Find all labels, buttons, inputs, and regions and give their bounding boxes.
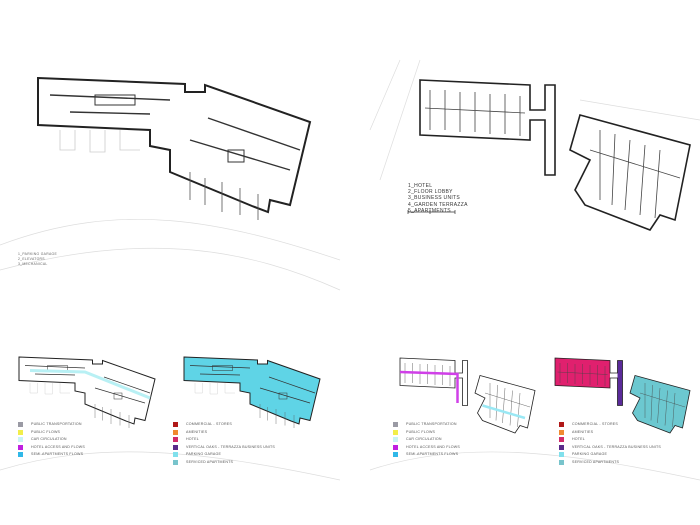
legend-label: HOTEL ACCESS AND FLOWS <box>31 444 85 449</box>
legend-item: PUBLIC TRANSPORTATION <box>18 421 85 429</box>
legend-label: SEMI-APARTMENTS FLOWS <box>31 452 84 457</box>
legend-item: SEMI-APARTMENTS FLOWS <box>393 451 460 459</box>
key-item: 3_MECHANICAL <box>18 262 48 266</box>
legend-item: HOTEL ACCESS AND FLOWS <box>393 444 460 452</box>
legend-swatch <box>393 437 398 443</box>
legend-swatch <box>559 452 564 458</box>
legend-swatch <box>559 444 564 450</box>
uses-legend: COMMERCIAL - STORES AMENITIES HOTEL VERTICA… <box>173 421 275 466</box>
legend-label: PUBLIC TRANSPORTATION <box>406 422 457 427</box>
legend-swatch <box>559 459 564 465</box>
site-context-lines <box>0 59 700 481</box>
ground-flows-diagram <box>18 356 156 429</box>
legend-item: PUBLIC FLOWS <box>393 429 460 437</box>
legend-label: HOTEL ACCESS AND FLOWS <box>406 444 460 449</box>
legend-item: PUBLIC TRANSPORTATION <box>393 421 460 429</box>
key-item: 5_APARTMENTS <box>408 207 451 214</box>
legend-label: SERVICED APARTMENTS <box>186 459 234 464</box>
ground-floor-plan <box>37 77 311 221</box>
legend-label: VERTICAL OAKS - TERRAZZA BUSINESS UNITS <box>572 444 662 449</box>
legend-item: HOTEL ACCESS AND FLOWS <box>18 444 85 452</box>
legend-label: VERTICAL OAKS - TERRAZZA BUSINESS UNITS <box>186 444 276 449</box>
legend-item: CAR CIRCULATION <box>18 436 85 444</box>
legend-item: HOTEL <box>173 436 275 444</box>
legend-item: PARKING GARAGE <box>559 451 661 459</box>
legend-swatch <box>173 429 178 435</box>
legend-label: SEMI-APARTMENTS FLOWS <box>406 452 459 457</box>
legend-swatch <box>393 444 398 450</box>
legend-swatch <box>173 452 178 458</box>
legend-label: HOTEL <box>572 437 585 442</box>
key-item: 1_HOTEL <box>408 183 433 189</box>
key-item: 1_PARKING GARAGE <box>18 252 58 256</box>
legend-label: CAR CIRCULATION <box>406 437 442 442</box>
legend-label: COMMERCIAL - STORES <box>186 422 232 427</box>
legend-item: PUBLIC FLOWS <box>18 429 85 437</box>
legend-swatch <box>173 422 178 428</box>
legend-item: HOTEL <box>559 436 661 444</box>
legend-item: AMENITIES <box>173 429 275 437</box>
legend-label: AMENITIES <box>186 429 208 434</box>
legend-label: PARKING GARAGE <box>572 452 608 457</box>
legend-swatch <box>393 429 398 435</box>
legend-label: COMMERCIAL - STORES <box>572 422 618 427</box>
legend-swatch <box>559 422 564 428</box>
flows-legend: PUBLIC TRANSPORTATION PUBLIC FLOWS CAR CIR… <box>393 421 460 459</box>
legend-item: SERVICED APARTMENTS <box>173 459 275 467</box>
legend-swatch <box>173 444 178 450</box>
legend-item: VERTICAL OAKS - TERRAZZA BUSINESS UNITS <box>559 444 661 452</box>
legend-swatch <box>559 437 564 443</box>
legend-item: CAR CIRCULATION <box>393 436 460 444</box>
legend-label: PARKING GARAGE <box>186 452 222 457</box>
legend-item: COMMERCIAL - STORES <box>559 421 661 429</box>
upper-plan-key: 1_HOTEL 2_FLOOR LOBBY 3_BUSINESS UNITS 4… <box>408 183 468 214</box>
key-item: 3_BUSINESS UNITS <box>408 195 461 202</box>
legend-label: HOTEL <box>186 437 199 442</box>
ground-plan-key: 1_PARKING GARAGE 2_ELEVATORS 3_MECHANICA… <box>18 252 57 267</box>
legend-item: COMMERCIAL - STORES <box>173 421 275 429</box>
legend-swatch <box>173 459 178 465</box>
legend-label: SERVICED APARTMENTS <box>572 459 620 464</box>
legend-swatch <box>18 429 23 435</box>
key-item: 4_GARDEN TERRAZZA <box>408 201 468 208</box>
ground-uses-diagram <box>183 356 321 429</box>
legend-swatch <box>173 437 178 443</box>
upper-uses-diagram <box>554 357 691 434</box>
key-item: 2_ELEVATORS <box>18 257 45 261</box>
scale-bar <box>407 210 456 214</box>
legend-label: PUBLIC TRANSPORTATION <box>31 422 82 427</box>
key-item: 2_FLOOR LOBBY <box>408 189 453 196</box>
uses-legend: COMMERCIAL - STORES AMENITIES HOTEL VERTICA… <box>559 421 661 466</box>
legend-label: PUBLIC FLOWS <box>31 429 61 434</box>
legend-label: CAR CIRCULATION <box>31 437 67 442</box>
legend-label: AMENITIES <box>572 429 594 434</box>
legend-swatch <box>393 452 398 458</box>
legend-swatch <box>18 422 23 428</box>
legend-item: VERTICAL OAKS - TERRAZZA BUSINESS UNITS <box>173 444 275 452</box>
legend-label: PUBLIC FLOWS <box>406 429 436 434</box>
legend-item: SEMI-APARTMENTS FLOWS <box>18 451 85 459</box>
upper-flows-diagram <box>399 357 536 434</box>
legend-item: SERVICED APARTMENTS <box>559 459 661 467</box>
legend-swatch <box>393 422 398 428</box>
legend-item: PARKING GARAGE <box>173 451 275 459</box>
legend-swatch <box>559 429 564 435</box>
legend-swatch <box>18 452 23 458</box>
legend-swatch <box>18 444 23 450</box>
flows-legend: PUBLIC TRANSPORTATION PUBLIC FLOWS CAR CIR… <box>18 421 85 459</box>
legend-swatch <box>18 437 23 443</box>
legend-item: AMENITIES <box>559 429 661 437</box>
